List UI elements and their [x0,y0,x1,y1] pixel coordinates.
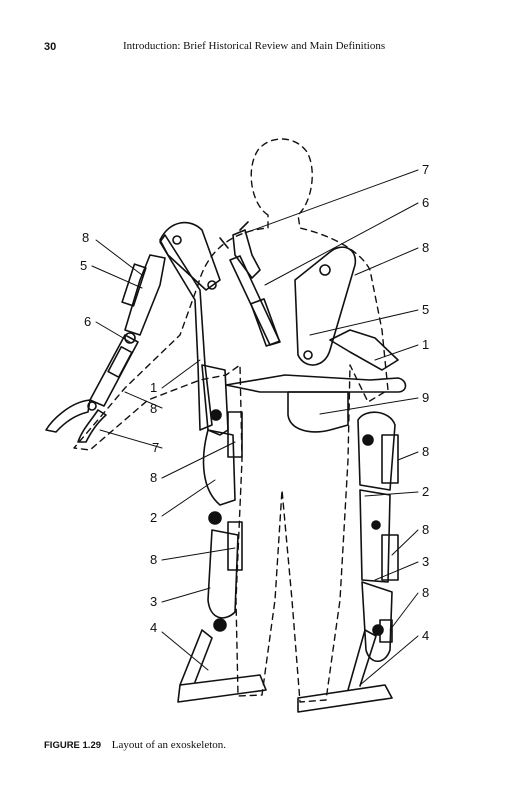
page-number: 30 [44,41,57,53]
left-forearm [89,334,139,407]
callout-left-7: 8 [150,470,157,485]
exoskeleton-figure: 8 5 6 1 8 7 8 2 8 3 4 7 6 8 5 1 9 8 2 8 … [30,130,500,720]
callout-right-8: 2 [422,484,429,499]
callout-right-12: 4 [422,628,429,643]
figure-caption: FIGURE 1.29 Layout of an exoskeleton. [44,739,226,751]
figure-caption-text: Layout of an exoskeleton. [111,739,227,751]
right-shoulder-plate [294,246,357,366]
callout-left-6: 7 [152,440,159,455]
left-shoulder-plate [159,221,221,291]
left-foot-plate [177,674,267,703]
right-shin-link [361,581,393,663]
callout-left-1: 8 [82,230,89,245]
callout-right-9: 8 [422,522,429,537]
callout-left-2: 5 [80,258,87,273]
left-shin-link [207,529,239,619]
exoskeleton-drawing: 8 5 6 1 8 7 8 2 8 3 4 7 6 8 5 1 9 8 2 8 … [45,138,429,713]
callout-right-5: 1 [422,337,429,352]
callout-left-4: 1 [150,380,157,395]
callout-right-1: 7 [422,162,429,177]
left-arm-upper [124,254,166,336]
callout-right-7: 8 [422,444,429,459]
left-gripper [45,399,91,433]
callout-left-10: 3 [150,594,157,609]
callout-right-11: 8 [422,585,429,600]
callout-left-9: 8 [150,552,157,567]
torso-link [287,391,349,433]
callout-left-8: 2 [150,510,157,525]
right-arm-actuator [229,255,281,346]
figure-label: FIGURE 1.29 [44,740,102,751]
callout-right-10: 3 [422,554,429,569]
running-head: Introduction: Brief Historical Review an… [123,40,386,52]
callout-left-3: 6 [84,314,91,329]
human-silhouette [73,138,389,703]
back-frame [159,234,213,431]
callout-left-5: 8 [150,401,157,416]
right-thigh-link [357,411,396,491]
callout-right-3: 8 [422,240,429,255]
right-foot-plate [297,684,393,713]
callout-right-6: 9 [422,390,429,405]
left-knee-link [202,429,236,506]
callout-right-4: 5 [422,302,429,317]
callout-right-2: 6 [422,195,429,210]
right-knee-link [359,489,391,583]
callout-left-11: 4 [150,620,157,635]
